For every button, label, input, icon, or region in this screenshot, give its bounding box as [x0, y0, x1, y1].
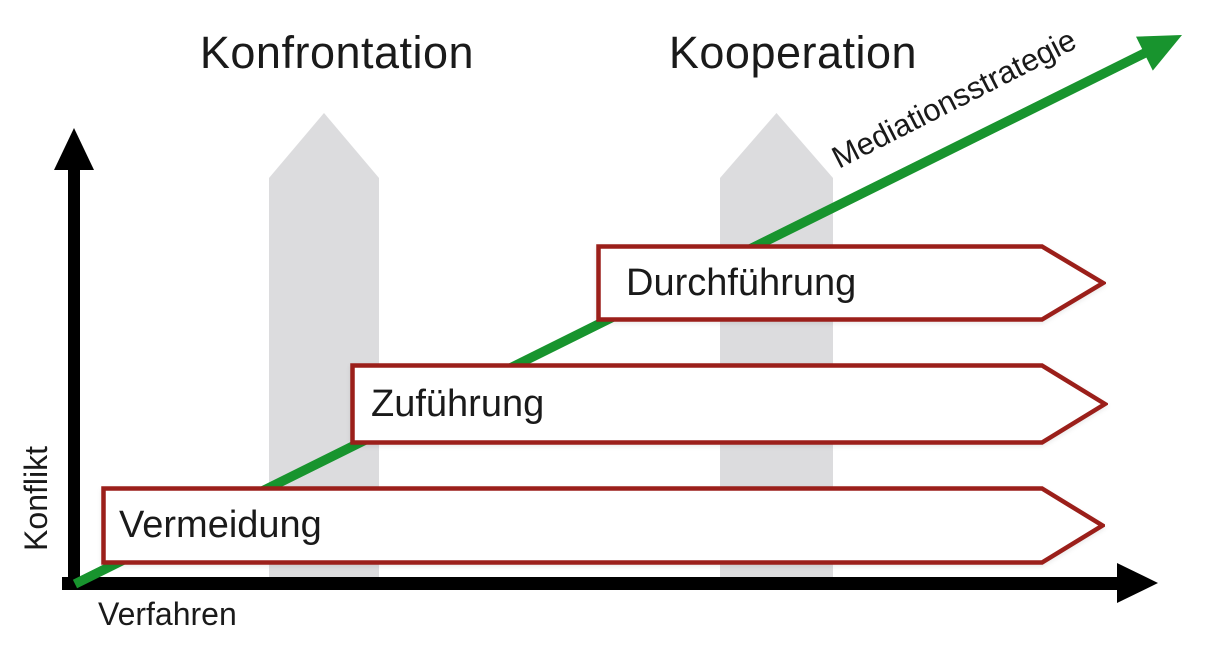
y-axis-arrowhead	[54, 128, 94, 170]
x-axis-line	[62, 577, 1120, 590]
stage-label-durchfuehrung: Durchführung	[626, 262, 857, 304]
y-axis-label: Konflikt	[18, 446, 54, 551]
x-axis-arrowhead	[1117, 563, 1158, 603]
title-kooperation: Kooperation	[668, 27, 918, 78]
stage-label-vermeidung: Vermeidung	[119, 504, 322, 546]
title-konfrontation: Konfrontation	[199, 27, 475, 78]
stage-label-zufuehrung: Zuführung	[371, 383, 545, 425]
y-axis-line	[68, 165, 80, 590]
x-axis-label: Verfahren	[98, 596, 237, 632]
